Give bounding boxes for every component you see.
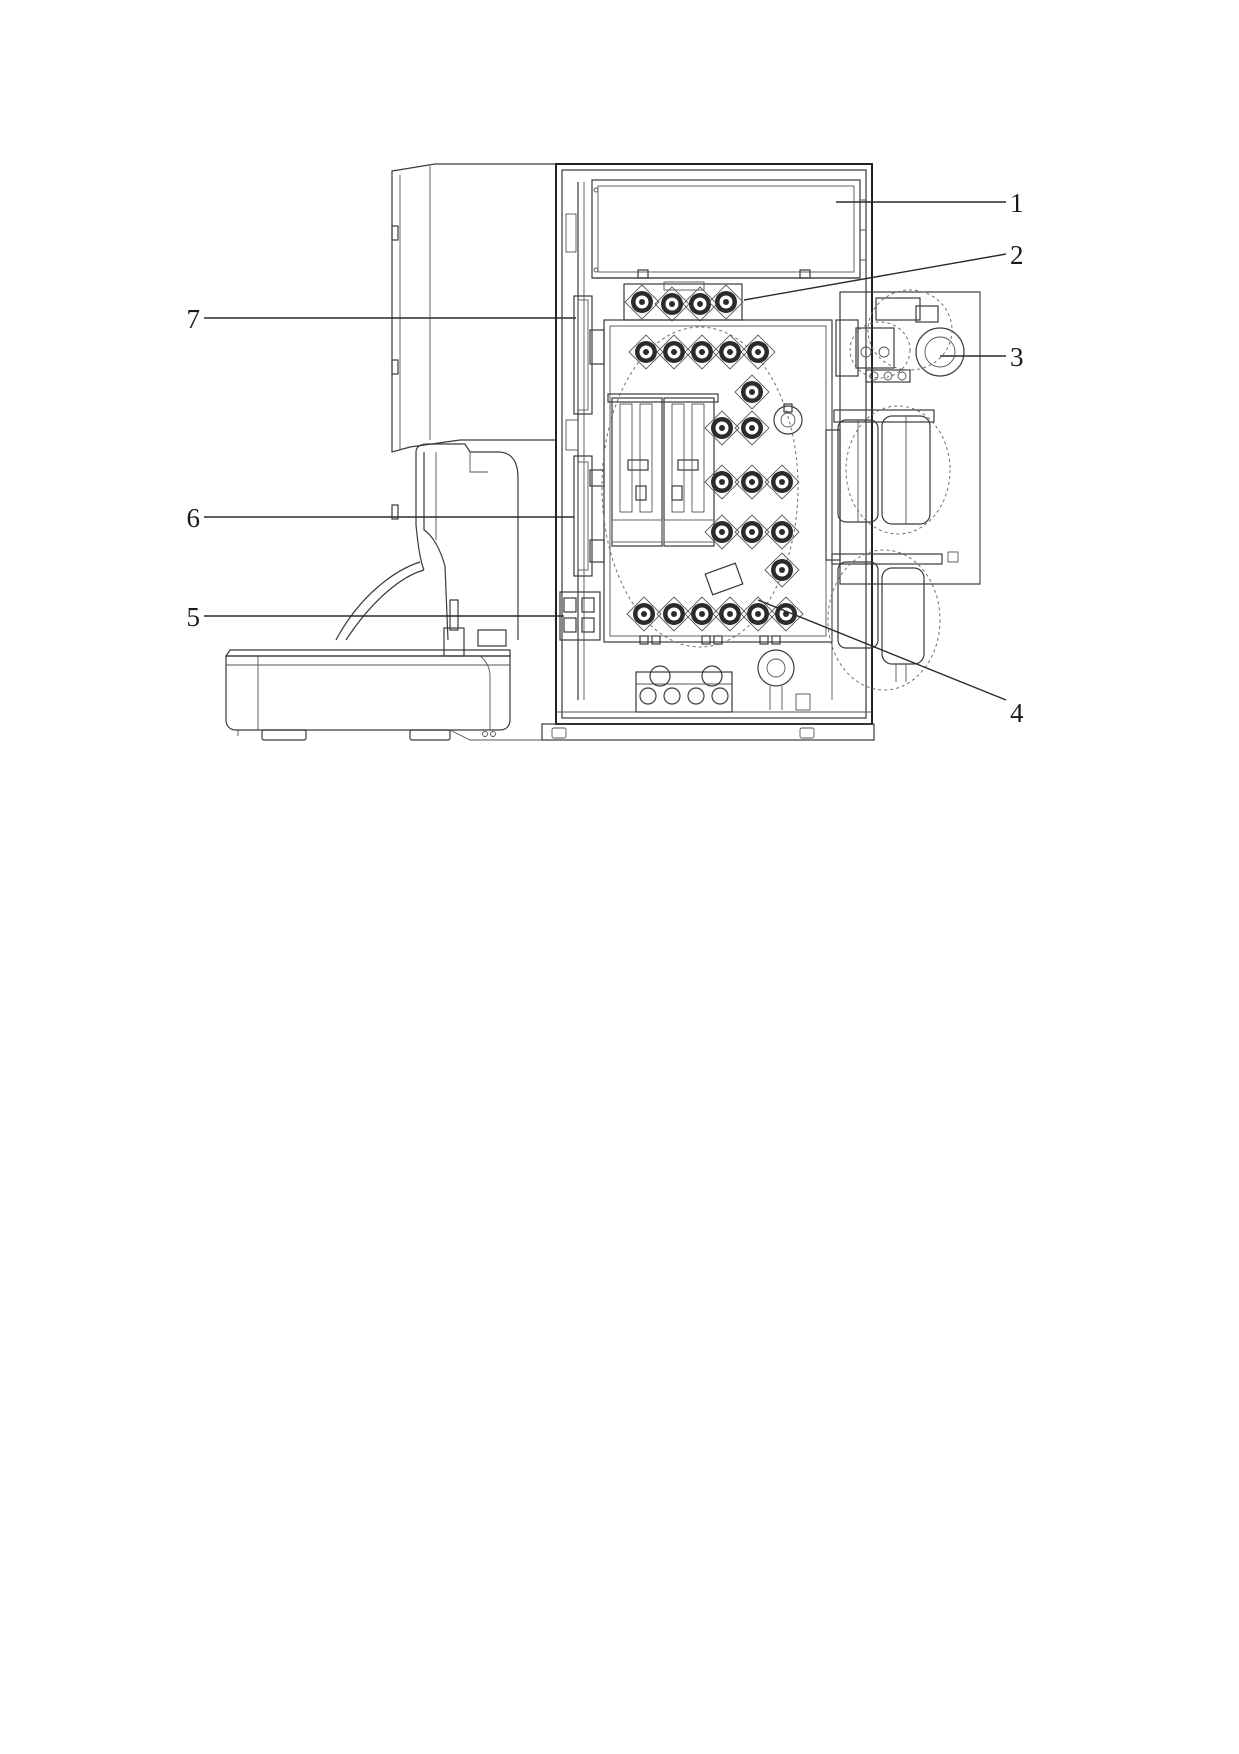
valve-knob (704, 410, 740, 446)
front-housing (224, 163, 557, 741)
valve-knob (708, 284, 744, 320)
valve-knob (656, 334, 692, 370)
valve-knob (764, 514, 800, 550)
part-3-pump-assembly (825, 289, 981, 700)
valve-knob (734, 410, 770, 446)
tube-clip (639, 635, 649, 645)
valve-knob (654, 286, 690, 322)
leader-line-4 (757, 599, 1007, 701)
valve-knob (656, 596, 692, 632)
tube-clip (651, 635, 661, 645)
callout-layer: 1 2 3 4 5 6 7 (187, 188, 1025, 728)
valve-knob (712, 334, 748, 370)
part-5-connector-block (559, 591, 601, 641)
part-1-top-compartment (591, 179, 866, 279)
callout-label-5: 5 (187, 602, 201, 632)
bottom-manifold (635, 635, 811, 713)
callout-2: 2 (743, 240, 1024, 301)
valve-knob (764, 552, 800, 588)
callout-label-6: 6 (187, 503, 201, 533)
tube-clip (759, 635, 769, 645)
valve-knob (712, 596, 748, 632)
callout-label-1: 1 (1010, 188, 1024, 218)
valve-knob (734, 464, 770, 500)
callout-3: 3 (940, 342, 1024, 372)
callout-label-4: 4 (1010, 698, 1024, 728)
syringe-pump-left (611, 397, 663, 547)
callout-6: 6 (187, 503, 574, 533)
part-4-central-panel (601, 319, 833, 648)
valve-knob (740, 596, 776, 632)
valve-knob (740, 334, 776, 370)
valve-knob (624, 284, 660, 320)
callout-1: 1 (836, 188, 1024, 218)
part-7-left-guide (565, 295, 605, 577)
callout-7: 7 (187, 304, 576, 334)
valve-knob (684, 334, 720, 370)
valve-knob (764, 464, 800, 500)
callout-4: 4 (757, 599, 1024, 728)
valve-knob (684, 596, 720, 632)
valve-knob (734, 514, 770, 550)
valve-knob (628, 334, 664, 370)
tube-clip (771, 635, 781, 645)
callout-label-3: 3 (1010, 342, 1024, 372)
valve-knob (734, 374, 770, 410)
tube-clip (701, 635, 711, 645)
callout-5: 5 (187, 602, 564, 632)
valve-knob (768, 596, 804, 632)
callout-label-2: 2 (1010, 240, 1024, 270)
tube-clip (713, 635, 723, 645)
part-2-valve-row (623, 281, 744, 322)
valve-knob (682, 286, 718, 322)
leader-line-2 (743, 253, 1007, 301)
valve-knob (704, 464, 740, 500)
syringe-pump-right (663, 397, 715, 547)
valve-knob (704, 514, 740, 550)
callout-label-7: 7 (187, 304, 201, 334)
valve-knob (626, 596, 662, 632)
